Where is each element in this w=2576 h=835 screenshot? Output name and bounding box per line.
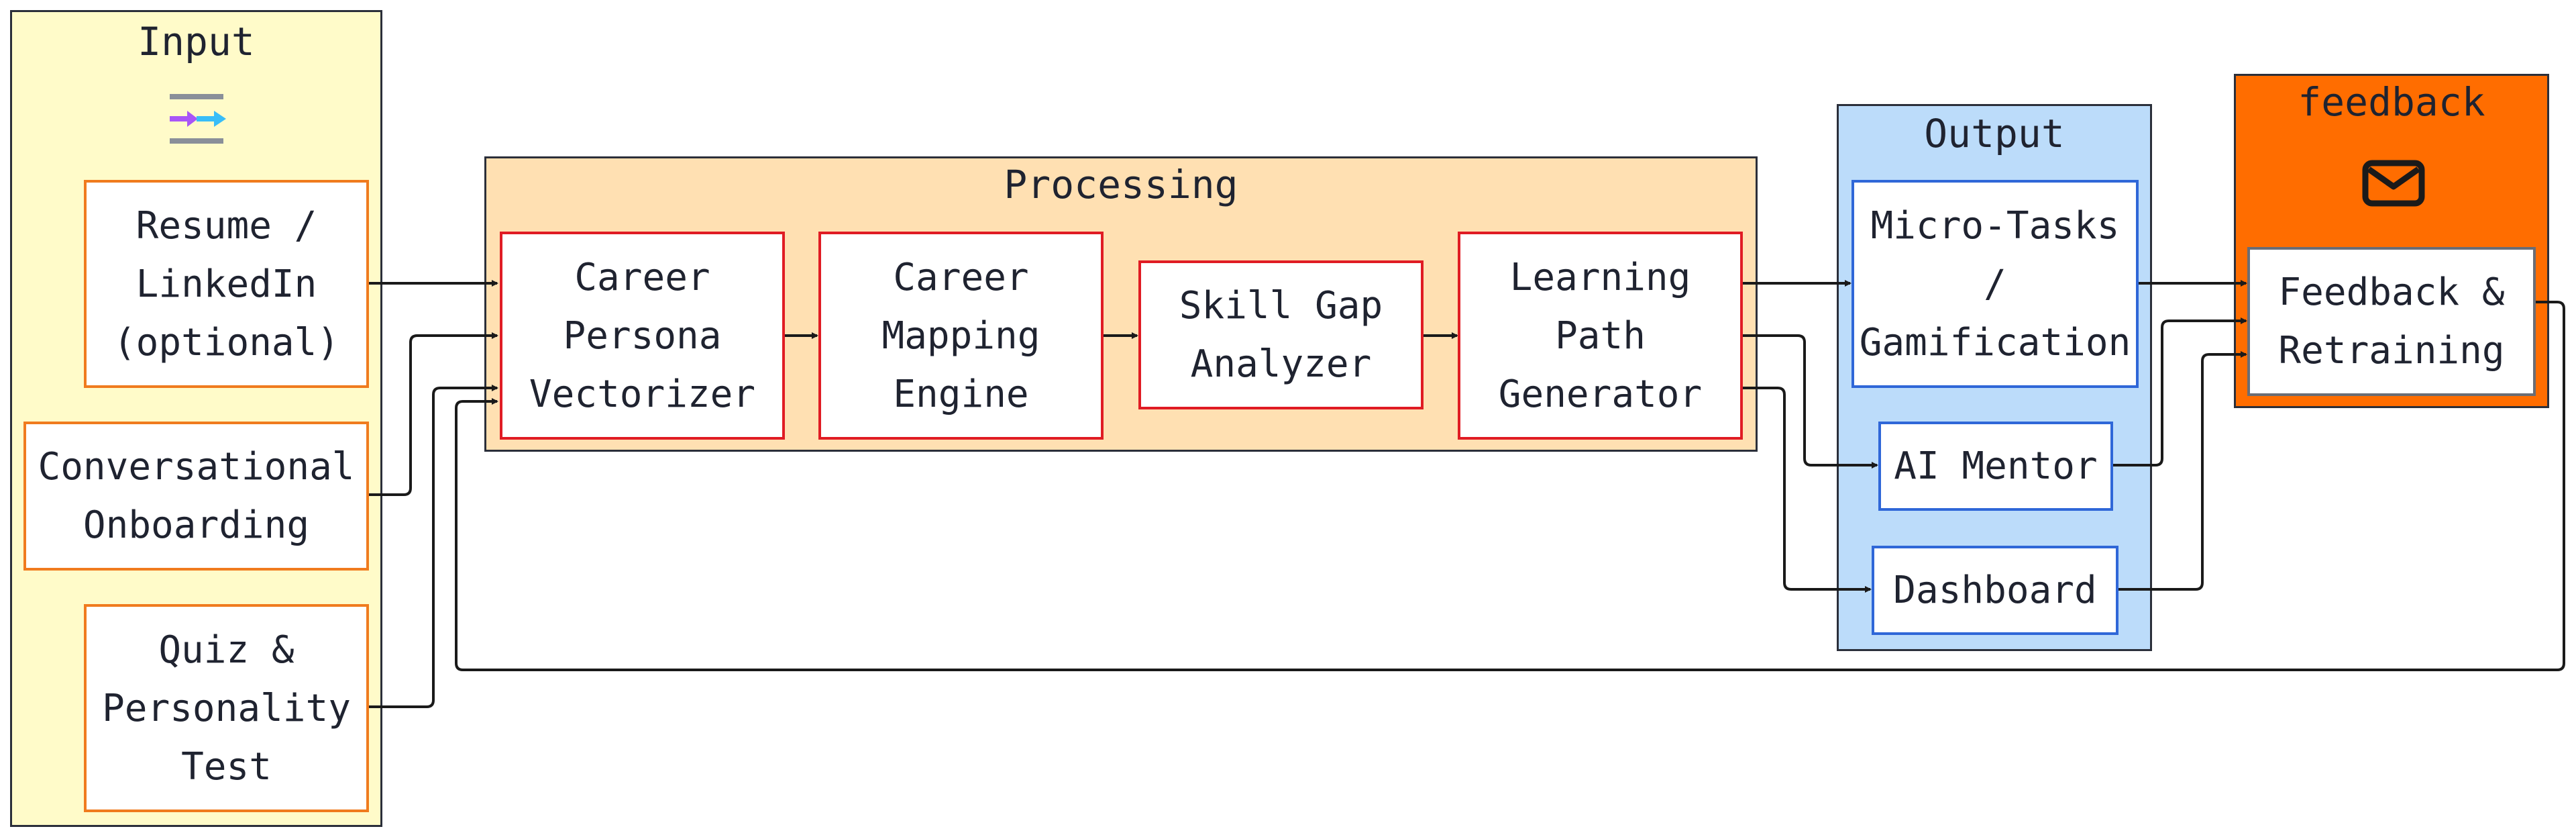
conversational-onboarding-node[interactable]: Conversational Onboarding [23,422,369,571]
dashboard-node[interactable]: Dashboard [1872,546,2118,635]
skill-gap-analyzer-node[interactable]: Skill Gap Analyzer [1138,260,1424,409]
edge-dashboard-retraining [2118,351,2247,591]
career-persona-vectorizer-node[interactable]: Career Persona Vectorizer [500,232,785,440]
processing-group-title: Processing [1004,162,1238,207]
micro-tasks-gamification-node[interactable]: Micro-Tasks / Gamification [1851,180,2139,388]
envelope-icon [2362,160,2425,207]
input-group-title: Input [138,19,255,64]
feedback-retraining-node[interactable]: Feedback & Retraining [2247,247,2536,396]
edge-learning-dashboard [1741,387,1872,593]
career-mapping-engine-node[interactable]: Career Mapping Engine [818,232,1104,440]
merge-arrows-icon [170,94,226,144]
resume-linkedin-node[interactable]: Resume / LinkedIn (optional) [84,180,369,388]
ai-mentor-node[interactable]: AI Mentor [1878,422,2113,511]
feedback-group-title: feedback [2298,79,2485,125]
edge-quiz-vectorizer [368,385,498,708]
learning-path-generator-node[interactable]: Learning Path Generator [1458,232,1743,440]
quiz-personality-node[interactable]: Quiz & Personality Test [84,604,369,812]
output-group-title: Output [1924,111,2065,156]
edge-onboarding-vectorizer [368,332,498,496]
edge-learning-mentor [1741,334,1878,469]
edge-retraining-vectorizer-loop [455,301,2565,671]
edge-mentor-retraining [2112,317,2247,466]
